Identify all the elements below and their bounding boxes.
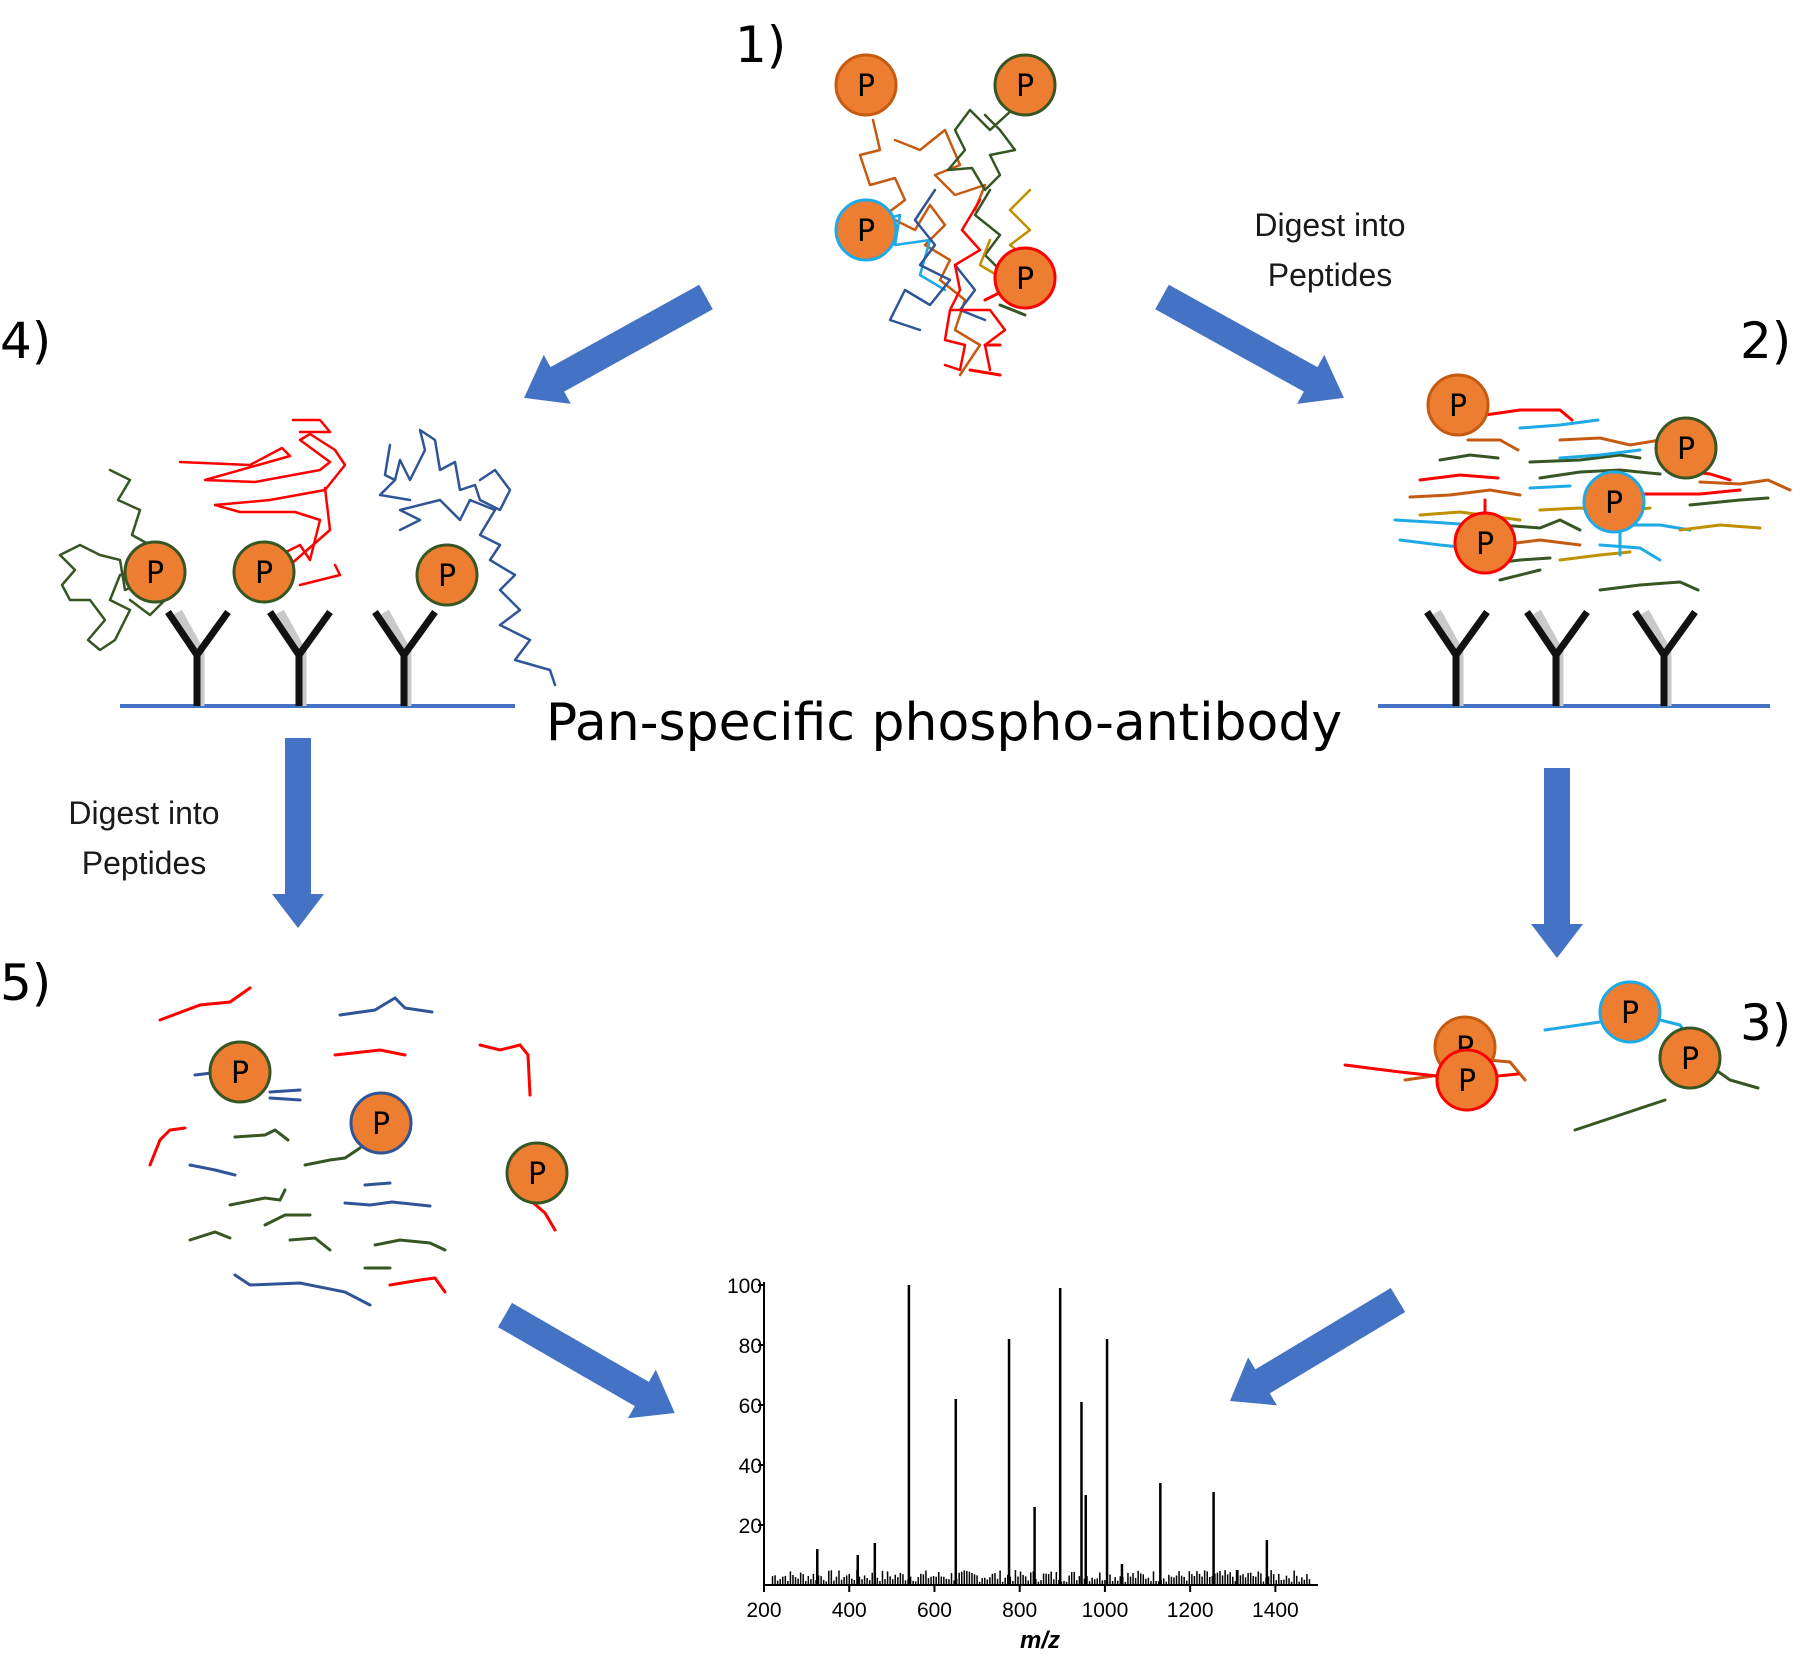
spectrum-x-label: m/z	[1020, 1627, 1060, 1654]
spectrum-y-tick-label: 80	[739, 1335, 762, 1358]
phospho-label: P	[528, 1157, 546, 1192]
captured-protein-navy	[378, 428, 557, 687]
spectrum-y-tick-label: 100	[727, 1275, 762, 1298]
spectrum-x-tick-label: 400	[832, 1599, 867, 1622]
antibody-caption: Pan-specific phospho-antibody	[546, 693, 1342, 753]
phospho-label: P	[438, 559, 456, 594]
phospho-group-2c: P	[1582, 470, 1646, 534]
spectrum-y-tick-label: 20	[739, 1515, 762, 1538]
spectrum-x-tick-label: 1000	[1082, 1599, 1129, 1622]
arrow-2-to-3	[1531, 768, 1583, 958]
phospho-group-2a: P	[1426, 373, 1490, 437]
phospho-group-2d: P	[1453, 511, 1517, 575]
phospho-label: P	[1605, 486, 1623, 521]
digested-peptides-5	[148, 986, 557, 1307]
antibody-left-3	[372, 609, 438, 706]
phospho-group-5b: P	[349, 1091, 413, 1155]
spectrum-x-tick-label: 1400	[1252, 1599, 1299, 1622]
phospho-group-1a: P	[834, 53, 898, 117]
antibody-right-3	[1632, 609, 1698, 706]
phospho-group-3b: P	[1598, 980, 1662, 1044]
phospho-group-1c: P	[834, 198, 898, 262]
digest-caption-left-line1: Digest into	[68, 795, 219, 831]
phospho-group-4b: P	[232, 540, 296, 604]
phospho-group-1d: P	[993, 246, 1057, 310]
phospho-label: P	[857, 69, 875, 104]
phospho-label: P	[231, 1056, 249, 1091]
arrow-1-to-4	[524, 284, 713, 404]
spectrum-y-tick-label: 40	[739, 1455, 762, 1478]
spectrum-baseline-noise	[771, 1570, 1311, 1585]
spectrum-x-tick-label: 800	[1002, 1599, 1037, 1622]
step-label-2: 2)	[1740, 312, 1791, 370]
phospho-label: P	[1016, 262, 1034, 297]
arrow-5-to-spectrum	[498, 1302, 675, 1419]
step-label-1: 1)	[735, 16, 786, 74]
captured-protein-green	[58, 468, 167, 652]
mass-spectrum-plot: 200 400 600 800 1000 1200 1400 100 80 60 40 20 m/z	[727, 1275, 1318, 1654]
digest-caption-top-line1: Digest into	[1254, 207, 1405, 243]
phospho-label: P	[1458, 1064, 1476, 1099]
phospho-label: P	[1681, 1042, 1699, 1077]
antibody-left-2	[267, 609, 333, 706]
phospho-group-2b: P	[1654, 416, 1718, 480]
spectrum-peaks	[816, 1285, 1269, 1585]
digest-caption-top-line2: Peptides	[1268, 257, 1393, 293]
phospho-label: P	[1016, 69, 1034, 104]
antibody-right-2	[1524, 609, 1590, 706]
spectrum-x-ticks: 200 400 600 800 1000 1200 1400	[746, 1585, 1299, 1622]
step-label-5: 5)	[0, 954, 51, 1012]
spectrum-x-tick-label: 600	[917, 1599, 952, 1622]
arrow-4-to-5	[272, 738, 324, 928]
spectrum-x-tick-label: 1200	[1167, 1599, 1214, 1622]
arrow-3-to-spectrum	[1229, 1287, 1406, 1406]
phospho-label: P	[1476, 527, 1494, 562]
antibody-right-1	[1424, 609, 1490, 706]
phospho-label: P	[1449, 389, 1467, 424]
phospho-label: P	[1677, 432, 1695, 467]
phospho-label: P	[857, 214, 875, 249]
phospho-label: P	[146, 556, 164, 591]
phospho-group-3d: P	[1658, 1026, 1722, 1090]
digest-caption-left-line2: Peptides	[82, 845, 207, 881]
step-label-3: 3)	[1740, 994, 1791, 1052]
arrow-1-to-2	[1155, 284, 1344, 404]
phospho-group-5a: P	[208, 1040, 272, 1104]
spectrum-y-tick-label: 60	[739, 1395, 762, 1418]
phospho-group-5c: P	[505, 1141, 569, 1205]
phospho-group-4c: P	[415, 543, 479, 607]
antibody-left-1	[165, 609, 231, 706]
phospho-group-3c: P	[1435, 1048, 1499, 1112]
phospho-label: P	[1621, 996, 1639, 1031]
step-label-4: 4)	[0, 312, 51, 370]
phospho-label: P	[372, 1107, 390, 1142]
spectrum-x-tick-label: 200	[746, 1599, 781, 1622]
phospho-group-4a: P	[123, 540, 187, 604]
phospho-label: P	[255, 556, 273, 591]
captured-protein-red	[178, 418, 347, 587]
phospho-group-1b: P	[993, 53, 1057, 117]
spectrum-y-ticks: 100 80 60 40 20	[727, 1275, 764, 1538]
